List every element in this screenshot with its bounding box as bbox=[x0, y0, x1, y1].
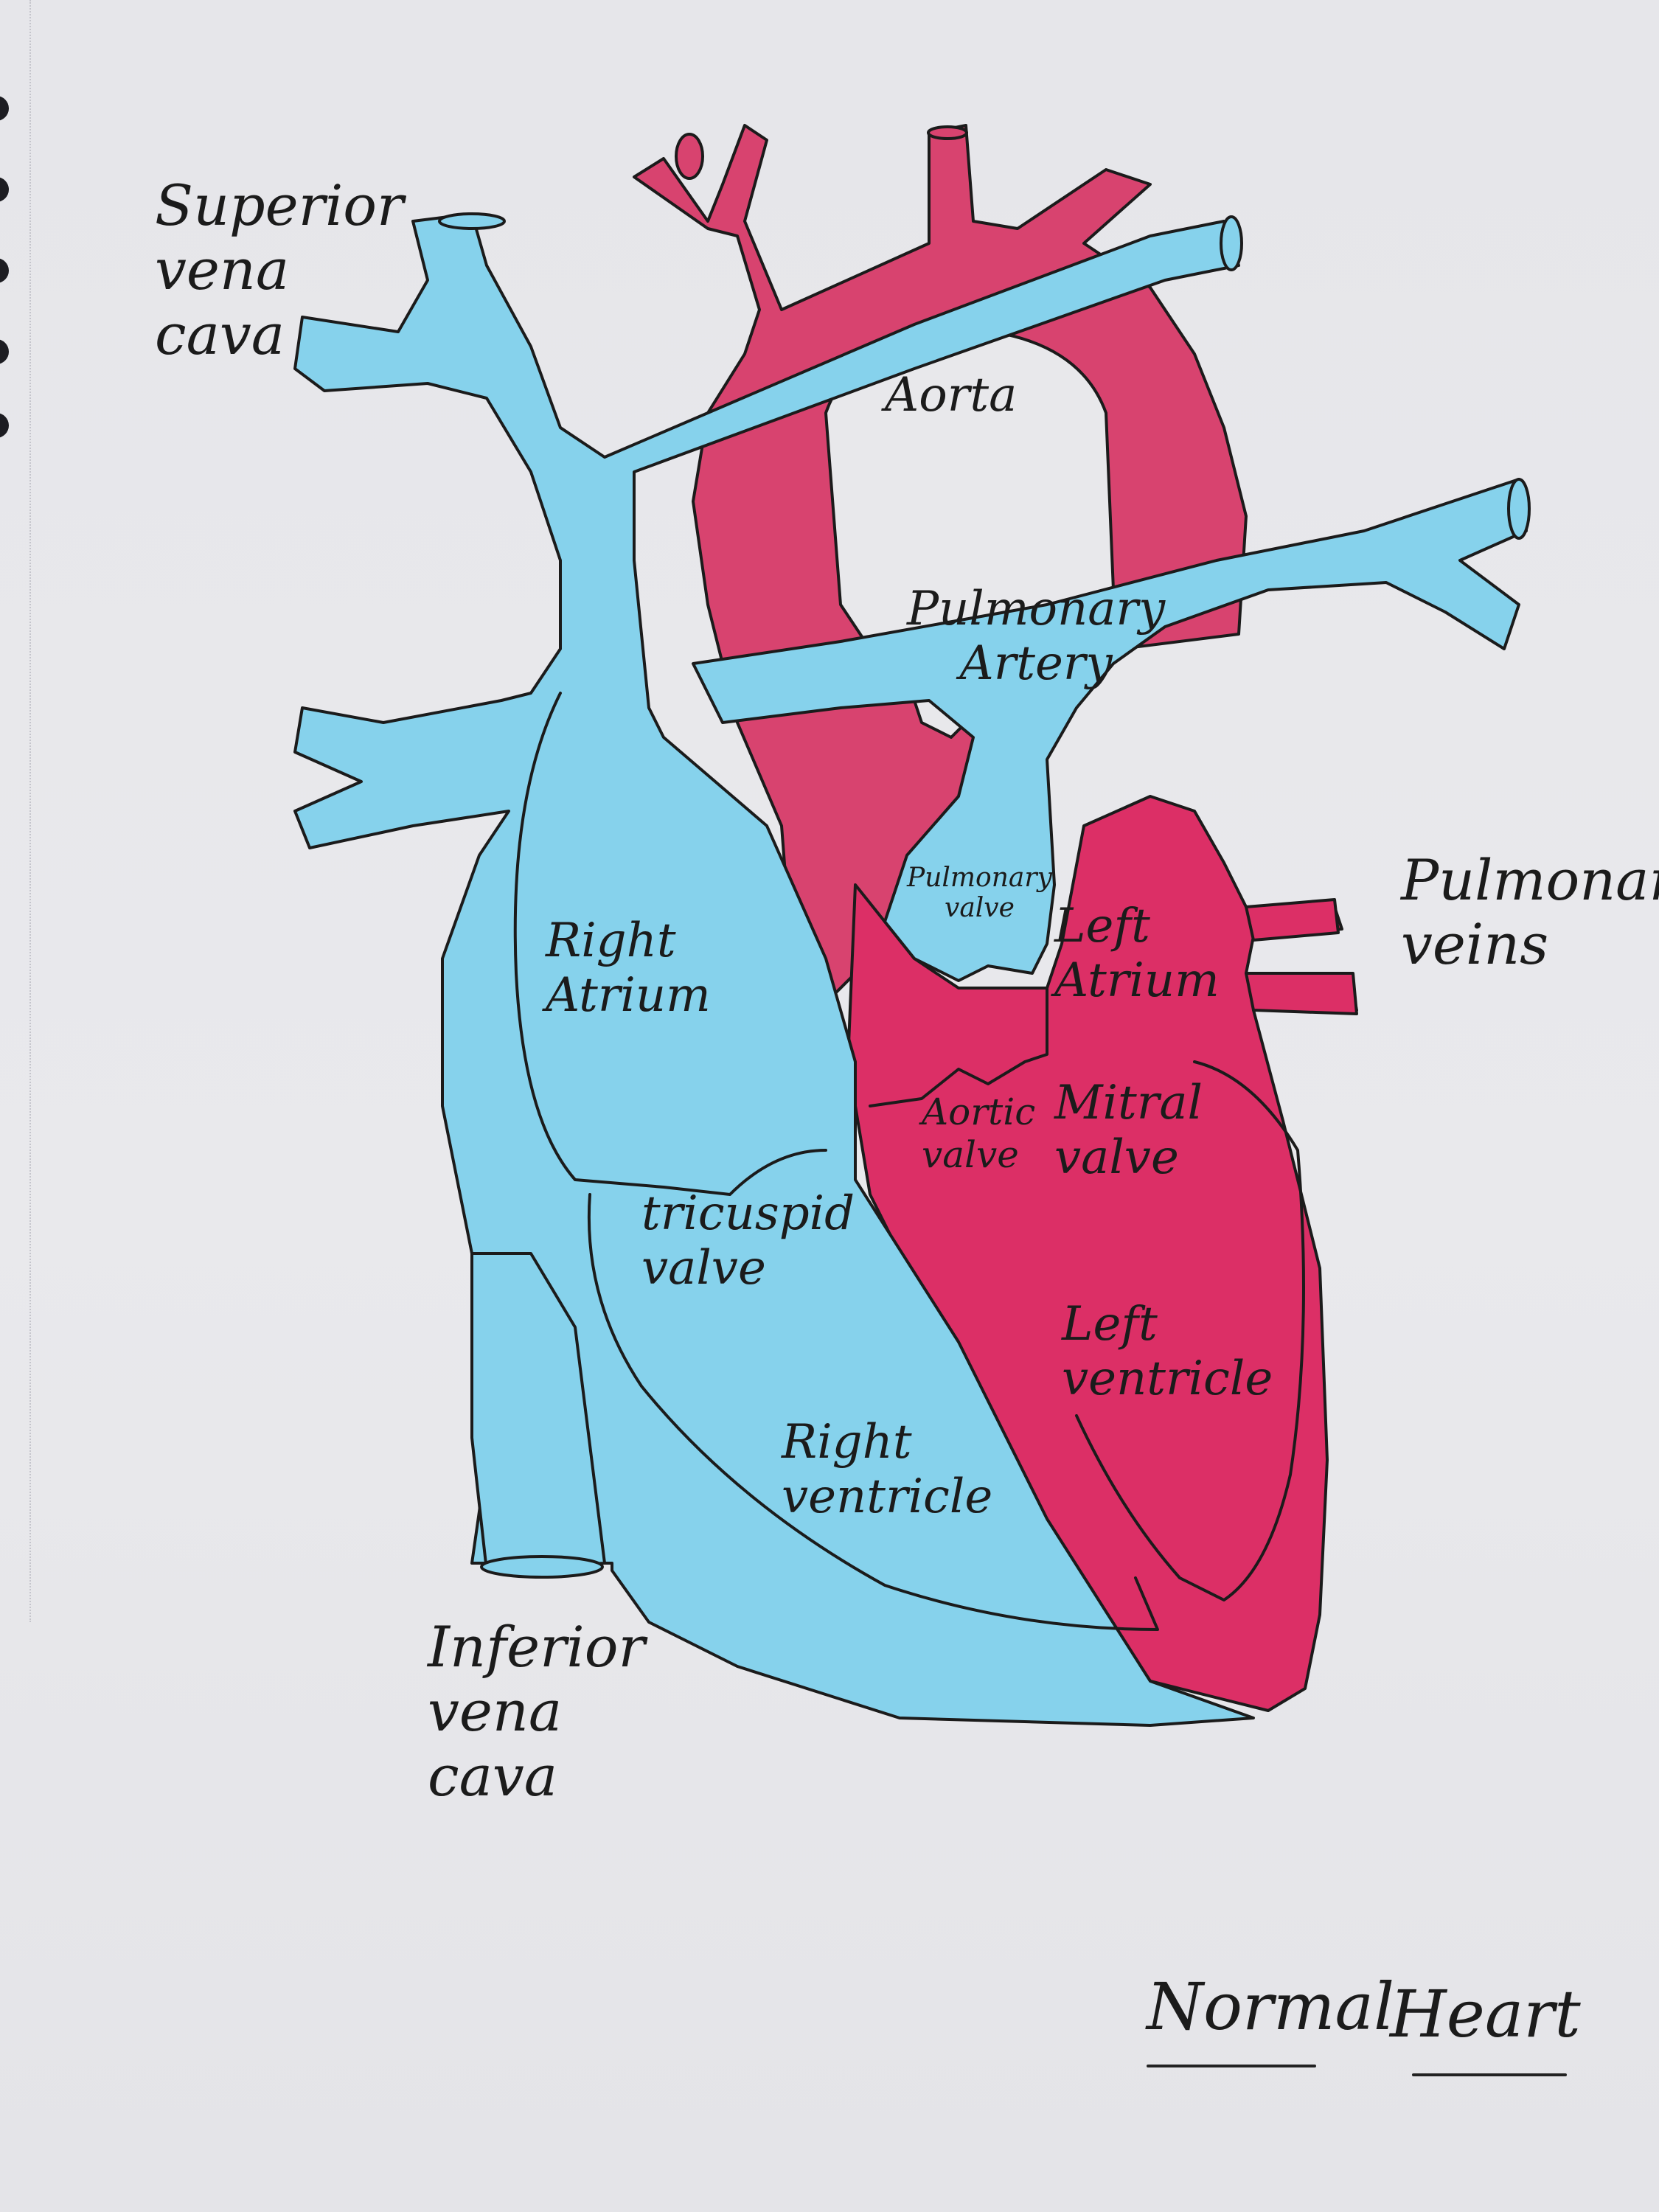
binder-hole bbox=[0, 177, 9, 202]
label-left-atrium: Left Atrium bbox=[1054, 899, 1220, 1008]
right-heart-shape bbox=[293, 212, 1531, 1727]
label-right-atrium: Right Atrium bbox=[546, 914, 711, 1023]
label-pulmonary-valve: Pulmonary valve bbox=[907, 863, 1052, 924]
label-pulmonary-artery: Pulmonary Artery bbox=[907, 582, 1166, 691]
label-inferior-vena-cava: Inferior vena cava bbox=[428, 1614, 645, 1809]
aorta-branches bbox=[675, 125, 968, 180]
label-aorta: Aorta bbox=[885, 368, 1018, 422]
page-title-normal: Normal bbox=[1147, 1969, 1395, 2045]
label-aortic-valve: Aortic valve bbox=[922, 1091, 1036, 1176]
pulmonary-artery-shape bbox=[692, 478, 1528, 982]
label-left-ventricle: Left ventricle bbox=[1062, 1297, 1273, 1406]
label-superior-vena-cava: Superior vena cava bbox=[155, 173, 404, 367]
page-title-heart: Heart bbox=[1390, 1976, 1581, 2052]
binder-rings bbox=[0, 96, 13, 442]
binder-hole bbox=[0, 339, 9, 364]
binder-hole bbox=[0, 258, 9, 283]
label-tricuspid-valve: tricuspid valve bbox=[641, 1186, 855, 1295]
binder-hole bbox=[0, 413, 9, 438]
label-mitral-valve: Mitral valve bbox=[1054, 1076, 1203, 1185]
binder-hole bbox=[0, 96, 9, 121]
title-underline bbox=[1147, 2065, 1316, 2067]
left-heart-shape bbox=[846, 795, 1358, 1712]
title-underline bbox=[1412, 2073, 1567, 2076]
page-perforation bbox=[29, 0, 32, 1622]
label-right-ventricle: Right ventricle bbox=[782, 1415, 993, 1524]
label-pulmonary-veins: Pulmonary veins bbox=[1401, 847, 1659, 978]
